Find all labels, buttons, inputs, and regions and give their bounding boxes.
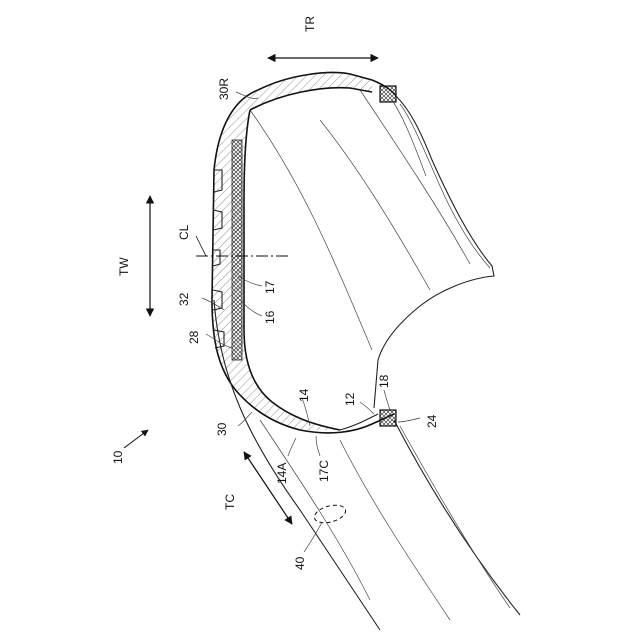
label-24: 24 bbox=[425, 414, 439, 428]
label-14: 14 bbox=[297, 388, 311, 402]
label-40: 40 bbox=[293, 556, 307, 570]
label-32: 32 bbox=[177, 292, 191, 306]
tire-body-lines bbox=[214, 90, 520, 630]
sensor-outline bbox=[312, 502, 347, 526]
label-cl: CL bbox=[177, 224, 191, 240]
label-28: 28 bbox=[187, 330, 201, 344]
label-tw: TW bbox=[117, 257, 131, 276]
label-18: 18 bbox=[377, 374, 391, 388]
pointer-10-arrow bbox=[124, 430, 148, 448]
label-30: 30 bbox=[215, 422, 229, 436]
label-17: 17 bbox=[263, 280, 277, 294]
rim-profile bbox=[374, 96, 494, 408]
label-14a: 14A bbox=[275, 463, 289, 484]
label-17c: 17C bbox=[317, 460, 331, 482]
label-tc: TC bbox=[223, 494, 237, 510]
tire-cross-section bbox=[212, 73, 396, 433]
label-12: 12 bbox=[343, 392, 357, 406]
cl-leader bbox=[196, 236, 206, 256]
label-30r: 30R bbox=[217, 78, 231, 100]
label-tr: TR bbox=[303, 16, 317, 32]
label-16: 16 bbox=[263, 310, 277, 324]
label-10: 10 bbox=[111, 450, 125, 464]
direction-arrows bbox=[124, 58, 378, 524]
